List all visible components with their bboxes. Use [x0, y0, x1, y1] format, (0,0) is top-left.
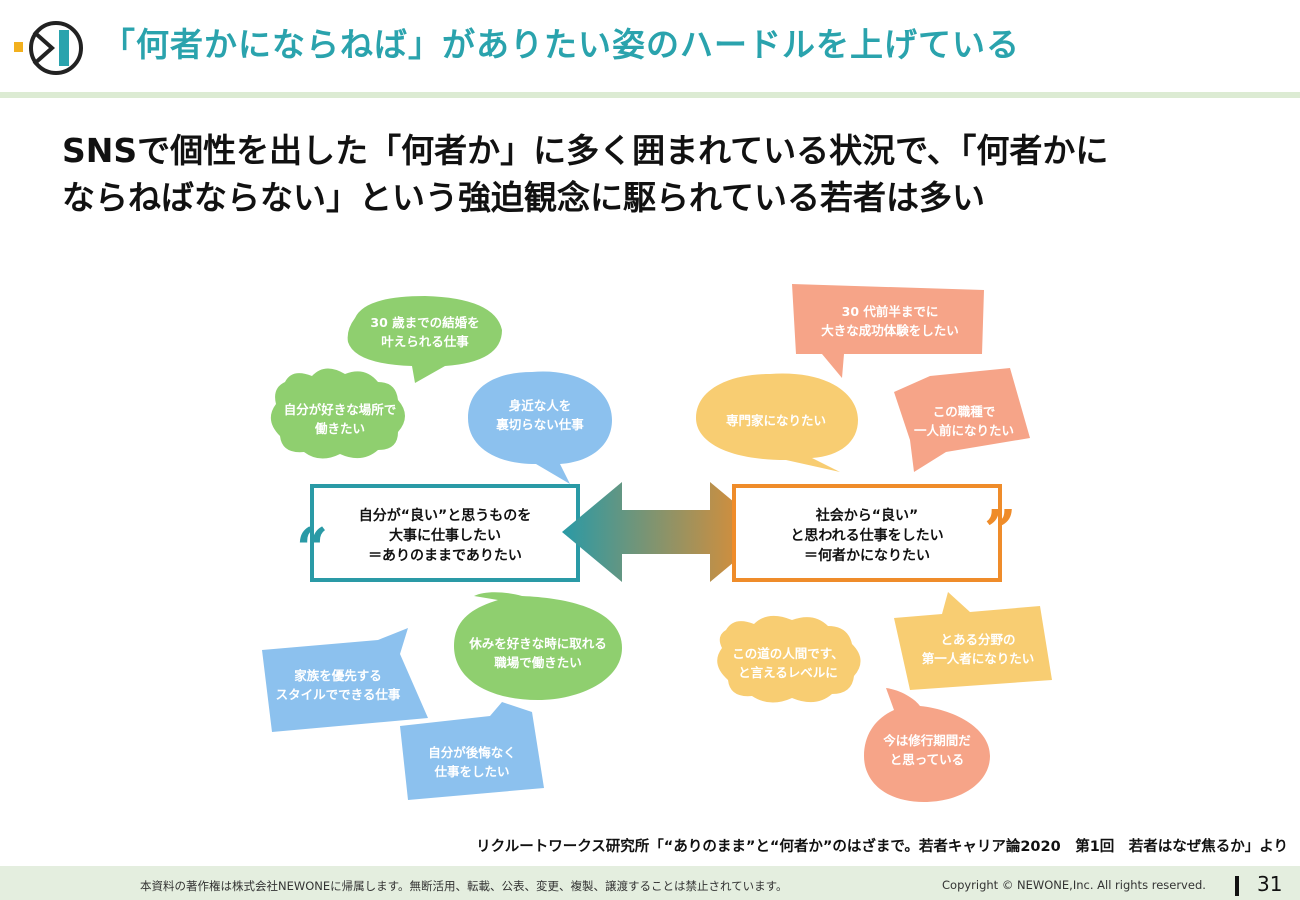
left-value-box: 自分が“良い”と思うものを 大事に仕事したい ＝ありのままでありたい: [310, 484, 580, 582]
bubble-left-2: 自分が好きな場所で 働きたい: [270, 368, 405, 459]
slide-footer: 本資料の著作権は株式会社NEWONEに帰属します。無断活用、転載、公表、変更、複…: [0, 866, 1300, 900]
bubble-left-2-line1: 自分が好きな場所で: [284, 402, 397, 417]
bubble-right-1-line2: 大きな成功体験をしたい: [821, 323, 959, 338]
slide-title: 「何者かにならねば」がありたい姿のハードルを上げている: [102, 25, 1020, 64]
comparison-diagram: 30 歳までの結婚を 叶えられる仕事 自分が好きな場所で 働きたい 身近な人を …: [262, 284, 1052, 802]
bubble-left-3-line2: 裏切らない仕事: [495, 417, 584, 432]
left-box-line3: ＝ありのままでありたい: [368, 548, 522, 564]
right-box-line3: ＝何者かになりたい: [804, 547, 930, 564]
header-divider: [0, 92, 1300, 98]
bubble-left-4-line2: 職場で働きたい: [494, 655, 582, 670]
bubble-right-3-line1: この職種で: [933, 404, 996, 419]
bubble-right-1: 30 代前半までに 大きな成功体験をしたい: [792, 284, 984, 378]
page-divider: [1235, 876, 1239, 896]
bubble-right-5-line1: とある分野の: [940, 632, 1015, 647]
subtitle-line-2: ならねばならない」という強迫観念に駆られている若者は多い: [62, 178, 986, 217]
bubble-right-3-line2: 一人前になりたい: [914, 423, 1014, 438]
bubble-left-2-line2: 働きたい: [314, 421, 365, 436]
bubble-left-1: 30 歳までの結婚を 叶えられる仕事: [347, 296, 502, 383]
bubble-left-6-line1: 自分が後悔なく: [428, 745, 516, 760]
subtitle-line-1: SNSで個性を出した「何者か」に多く囲まれている状況で、「何者かに: [62, 131, 1109, 170]
right-value-box: 社会から“良い” と思われる仕事をしたい ＝何者かになりたい: [732, 484, 1002, 582]
bubble-left-3: 身近な人を 裏切らない仕事: [468, 371, 612, 484]
source-citation: リクルートワークス研究所「“ありのまま”と“何者か”のはざまで。若者キャリア論2…: [476, 839, 1288, 855]
bubble-right-2: 専門家になりたい: [696, 373, 858, 472]
slide-subtitle: SNSで個性を出した「何者か」に多く囲まれている状況で、「何者かに ならねばなら…: [62, 127, 1262, 221]
bubble-left-5-line1: 家族を優先する: [294, 668, 382, 683]
bubble-left-6-line2: 仕事をしたい: [433, 764, 509, 779]
bubble-right-6: 今は修行期間だ と思っている: [864, 688, 990, 802]
bubble-left-6: 自分が後悔なく 仕事をしたい: [400, 702, 544, 800]
newone-logo-icon: [14, 21, 83, 75]
left-box-line2: 大事に仕事したい: [389, 527, 501, 544]
bubble-right-5-line2: 第一人者になりたい: [922, 651, 1035, 666]
right-box-line1: 社会から“良い”: [815, 507, 918, 524]
copyright-text: Copyright © NEWONE,Inc. All rights reser…: [942, 878, 1206, 892]
bubble-right-4-line2: と言えるレベルに: [738, 665, 838, 680]
page-number: 31: [1257, 872, 1283, 896]
bubble-left-4: 休みを好きな時に取れる 職場で働きたい: [454, 592, 622, 700]
bubble-left-1-line1: 30 歳までの結婚を: [370, 315, 479, 330]
double-arrow: [562, 482, 770, 582]
copyright-notice: 本資料の著作権は株式会社NEWONEに帰属します。無断活用、転載、公表、変更、複…: [140, 879, 788, 893]
right-box-line2: と思われる仕事をしたい: [790, 527, 943, 544]
bubble-right-4: この道の人間です、 と言えるレベルに: [717, 615, 861, 703]
close-quote-mark: ”: [984, 498, 1016, 564]
bubble-left-4-line1: 休みを好きな時に取れる: [468, 636, 607, 651]
slide-header: 「何者かにならねば」がありたい姿のハードルを上げている: [0, 0, 1300, 92]
left-box-line1: 自分が“良い”と思うものを: [359, 507, 531, 524]
bubble-right-3: この職種で 一人前になりたい: [894, 368, 1030, 472]
bubble-left-1-line2: 叶えられる仕事: [381, 334, 469, 349]
open-quote-mark: “: [296, 516, 328, 582]
bubble-right-6-line2: と思っている: [890, 752, 964, 767]
bubble-left-3-line1: 身近な人を: [509, 398, 572, 413]
bubble-right-2-line1: 専門家になりたい: [726, 413, 826, 428]
bubble-right-1-line1: 30 代前半までに: [842, 304, 939, 319]
bubble-right-5: とある分野の 第一人者になりたい: [894, 592, 1052, 690]
bubble-left-5: 家族を優先する スタイルでできる仕事: [262, 628, 428, 732]
bubble-left-5-line2: スタイルでできる仕事: [276, 687, 401, 702]
bubble-right-6-line1: 今は修行期間だ: [882, 733, 971, 748]
bubble-right-4-line1: この道の人間です、: [732, 646, 844, 661]
